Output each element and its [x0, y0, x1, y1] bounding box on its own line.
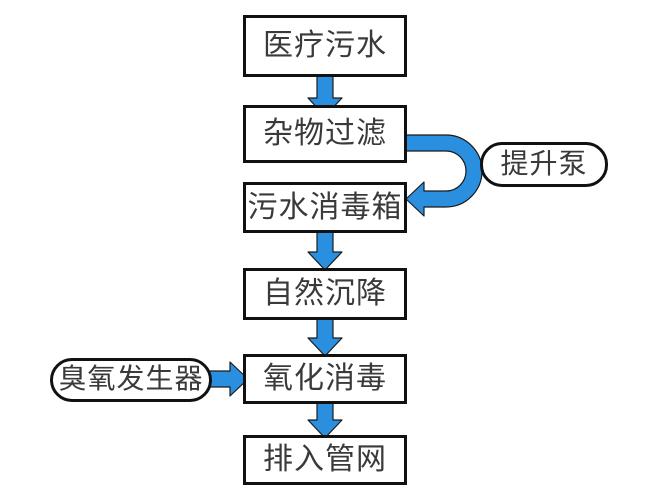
node-debris-filtration[interactable]: 杂物过滤 — [243, 105, 407, 163]
node-ozone-generator[interactable]: 臭氧发生器 — [50, 358, 212, 402]
arrow-ozone-to-oxidation — [207, 361, 249, 397]
node-label-medical-wastewater: 医疗污水 — [263, 29, 387, 62]
node-label-discharge-to-pipe-network: 排入管网 — [263, 443, 387, 476]
arrow-pump-hook — [405, 134, 483, 217]
node-discharge-to-pipe-network[interactable]: 排入管网 — [243, 435, 407, 485]
arrow-oxidation-to-discharge — [307, 400, 343, 439]
node-natural-settling[interactable]: 自然沉降 — [243, 268, 407, 320]
node-lift-pump[interactable]: 提升泵 — [480, 142, 608, 187]
node-label-ozone-generator: 臭氧发生器 — [58, 364, 204, 395]
node-label-wastewater-disinfection-tank: 污水消毒箱 — [247, 190, 403, 224]
node-label-natural-settling: 自然沉降 — [263, 277, 387, 310]
arrow-tank-to-settling — [307, 231, 343, 271]
node-wastewater-disinfection-tank[interactable]: 污水消毒箱 — [243, 182, 407, 233]
node-label-oxidation-disinfection: 氧化消毒 — [263, 362, 387, 395]
node-label-debris-filtration: 杂物过滤 — [263, 117, 387, 150]
node-oxidation-disinfection[interactable]: 氧化消毒 — [243, 354, 407, 404]
node-label-lift-pump: 提升泵 — [500, 148, 588, 180]
node-medical-wastewater[interactable]: 医疗污水 — [243, 15, 407, 77]
arrow-settling-to-oxidation — [307, 317, 343, 357]
